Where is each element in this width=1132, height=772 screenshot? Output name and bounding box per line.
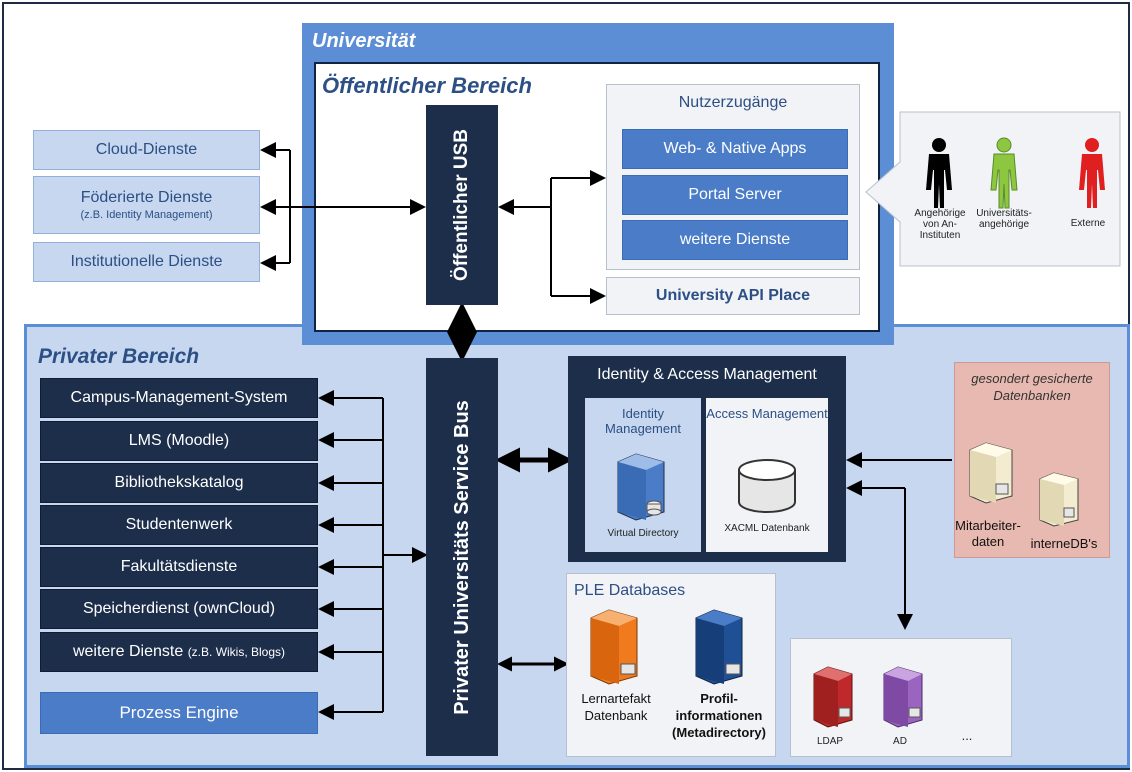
xacml-database-label: XACML Datenbank: [724, 523, 810, 534]
federated-services-label: Föderierte Dienste: [80, 189, 213, 206]
service-lms-label: LMS (Moodle): [128, 432, 230, 449]
further-services-label: weitere Dienste: [679, 231, 791, 248]
iam-title: Identity & Access Management: [597, 366, 817, 383]
portal-server-box: Portal Server: [622, 175, 848, 215]
service-more-label: weitere Dienste: [72, 643, 184, 660]
web-native-apps-label: Web- & Native Apps: [663, 140, 807, 157]
service-more-sublabel: (z.B. Wikis, Blogs): [187, 645, 286, 659]
service-student-union-label: Studentenwerk: [125, 516, 233, 533]
service-lms: LMS (Moodle): [40, 421, 318, 461]
profile-info-server-icon: [695, 609, 743, 685]
public-usb-bar: Öffentlicher USB: [426, 105, 498, 305]
service-library-catalog-label: Bibliothekskatalog: [114, 474, 244, 491]
internal-db-server-icon: [1039, 472, 1079, 527]
service-faculty-label: Fakultätsdienste: [120, 558, 238, 575]
further-services-box: weitere Dienste: [622, 220, 848, 260]
cloud-services-label: Cloud-Dienste: [95, 141, 198, 158]
learning-artifact-label: Lernartefakt Datenbank: [581, 691, 651, 723]
process-engine-label: Prozess Engine: [119, 703, 239, 722]
university-title: Universität: [312, 30, 416, 52]
user-figure-university: [990, 137, 1018, 209]
private-area-title: Privater Bereich: [38, 345, 200, 368]
federated-services-box: Föderierte Dienste (z.B. Identity Manage…: [33, 176, 260, 234]
user-label-external: Externe: [1070, 218, 1106, 229]
user-figure-external: [1079, 138, 1105, 208]
ple-databases-title: PLE Databases: [574, 582, 686, 599]
employee-data-label: Mitarbeiter-daten: [955, 518, 1021, 549]
public-connectors: [260, 142, 606, 304]
profile-info-label: Profil-informationen (Metadirectory): [672, 691, 766, 740]
service-campus-management: Campus-Management-System: [40, 378, 318, 418]
ldap-server-icon: [813, 666, 853, 728]
university-api-place-box: University API Place: [606, 277, 860, 315]
more-directories-label: ...: [961, 728, 973, 743]
service-more: weitere Dienste (z.B. Wikis, Blogs): [40, 632, 318, 672]
ad-label: AD: [893, 736, 907, 747]
learning-artifact-server-icon: [590, 609, 638, 685]
service-faculty: Fakultätsdienste: [40, 547, 318, 587]
service-student-union: Studentenwerk: [40, 505, 318, 545]
employee-data-server-icon: [969, 442, 1013, 504]
private-service-connectors: [318, 390, 428, 720]
institutional-services-box: Institutionelle Dienste: [33, 242, 260, 282]
service-storage: Speicherdienst (ownCloud): [40, 589, 318, 629]
access-management-title: Access Management: [706, 406, 828, 421]
service-storage-label: Speicherdienst (ownCloud): [82, 600, 276, 617]
users-callout: [865, 111, 1121, 267]
virtual-directory-server-icon: [617, 453, 665, 521]
secured-databases-title: gesondert gesicherte Datenbanken: [971, 371, 1093, 403]
web-native-apps-box: Web- & Native Apps: [622, 129, 848, 169]
private-service-bus-label: Privater Universitäts Service Bus: [450, 399, 473, 715]
ldap-label: LDAP: [816, 736, 844, 747]
portal-server-label: Portal Server: [688, 186, 782, 203]
institutional-services-label: Institutionelle Dienste: [70, 253, 223, 270]
public-area-title: Öffentlicher Bereich: [322, 73, 532, 98]
user-access-title: Nutzerzugänge: [678, 94, 788, 111]
federated-services-sublabel: (z.B. Identity Management): [80, 209, 213, 221]
user-figure-an-institute: [926, 138, 952, 208]
service-campus-management-label: Campus-Management-System: [70, 389, 288, 406]
internal-db-label: interneDB's: [1030, 536, 1098, 551]
identity-management-title: Identity Management: [605, 406, 681, 436]
process-engine-box: Prozess Engine: [40, 692, 318, 734]
db-connectors: [846, 452, 952, 630]
university-api-place-label: University API Place: [655, 287, 811, 304]
user-label-an-institute: Angehörige von An-Instituten: [914, 208, 966, 241]
ad-server-icon: [883, 666, 923, 728]
public-usb-label: Öffentlicher USB: [451, 128, 472, 282]
virtual-directory-label: Virtual Directory: [607, 528, 679, 539]
private-service-bus-bar: Privater Universitäts Service Bus: [426, 358, 498, 756]
user-label-university: Universitäts-angehörige: [976, 208, 1032, 230]
service-library-catalog: Bibliothekskatalog: [40, 463, 318, 503]
xacml-database-icon: [738, 459, 796, 513]
cloud-services-box: Cloud-Dienste: [33, 130, 260, 170]
